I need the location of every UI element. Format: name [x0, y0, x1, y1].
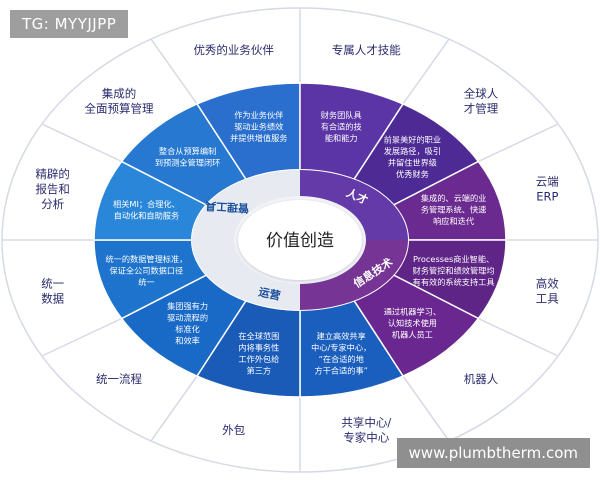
- outer-separator: [150, 375, 198, 442]
- center-ellipse: [238, 200, 362, 280]
- inner-sector-text: Processes商业智能、财务管控和绩效管理均有有效的系统支持工具: [413, 254, 495, 287]
- outer-segment-label: 外包: [222, 423, 245, 437]
- inner-sector-text: 通过机器学习、认知技术使用机器人员工: [384, 307, 441, 340]
- inner-sector-text: 整合从预算编制到预测全管理闭环: [155, 146, 221, 168]
- outer-separator: [402, 375, 450, 442]
- info-tech-band: [300, 240, 408, 310]
- inner-sector-text: 建立高效共享中心/专家中心，“在合适的地方干合适的事”: [311, 331, 371, 376]
- outer-separator: [150, 38, 198, 105]
- outer-segment-label: 共享中心/专家中心: [341, 415, 391, 444]
- outer-segment-label: 统一流程: [96, 372, 142, 386]
- ring-label-operations: 运营: [257, 284, 281, 302]
- outer-segment-label: 全球人才管理: [464, 87, 499, 116]
- inner-sector-text: 集成的、云端的业务管理系统、快速响应和迭代: [421, 193, 487, 226]
- outer-separator: [478, 317, 559, 357]
- inner-sector-text: 财务团队具有合适的技能和能力: [321, 110, 362, 143]
- management-tools-band: [192, 170, 300, 240]
- inner-sector-text: 在全球范围内将事务性工作外包给第三方: [238, 331, 279, 376]
- outer-segment-label: 机器人: [464, 372, 499, 386]
- ring-label-management-tools: 管理工具: [205, 199, 250, 215]
- inner-sector-text: 前景美好的职业发展路径，吸引并留住世界级优秀财务: [384, 135, 441, 180]
- outer-separator: [41, 123, 122, 163]
- outer-separator: [478, 123, 559, 163]
- outer-segment-label: 专属人才技能: [332, 43, 401, 57]
- watermark-top: TG: MYYJJPP: [10, 10, 129, 38]
- outer-separator: [402, 38, 450, 105]
- outer-segment-label: 高效工具: [536, 276, 559, 305]
- operations-band: [192, 240, 300, 310]
- inner-sector-text: 作为业务伙伴驱动业务绩效并提供增值服务: [230, 110, 287, 143]
- watermark-bottom: www.plumbtherm.com: [396, 438, 590, 468]
- talent-band: [300, 170, 408, 240]
- center-label: 价值创造: [266, 231, 334, 251]
- inner-sector-text: 相关MI；合理化、自动化和自助服务: [113, 199, 180, 221]
- outer-segment-label: 统一数据: [41, 276, 64, 305]
- outer-segment-label: 精辟的报告和分析: [35, 167, 70, 211]
- outer-segment-label: 集成的全面预算管理: [85, 87, 154, 116]
- outer-segment-label: 优秀的业务伙伴: [193, 43, 274, 57]
- inner-sector-text: 统一的数据管理标准，保证全公司数据口径统一: [105, 254, 187, 287]
- inner-sector-text: 集团强有力驱动流程的标准化和效率: [167, 301, 208, 346]
- outer-separator: [41, 317, 122, 357]
